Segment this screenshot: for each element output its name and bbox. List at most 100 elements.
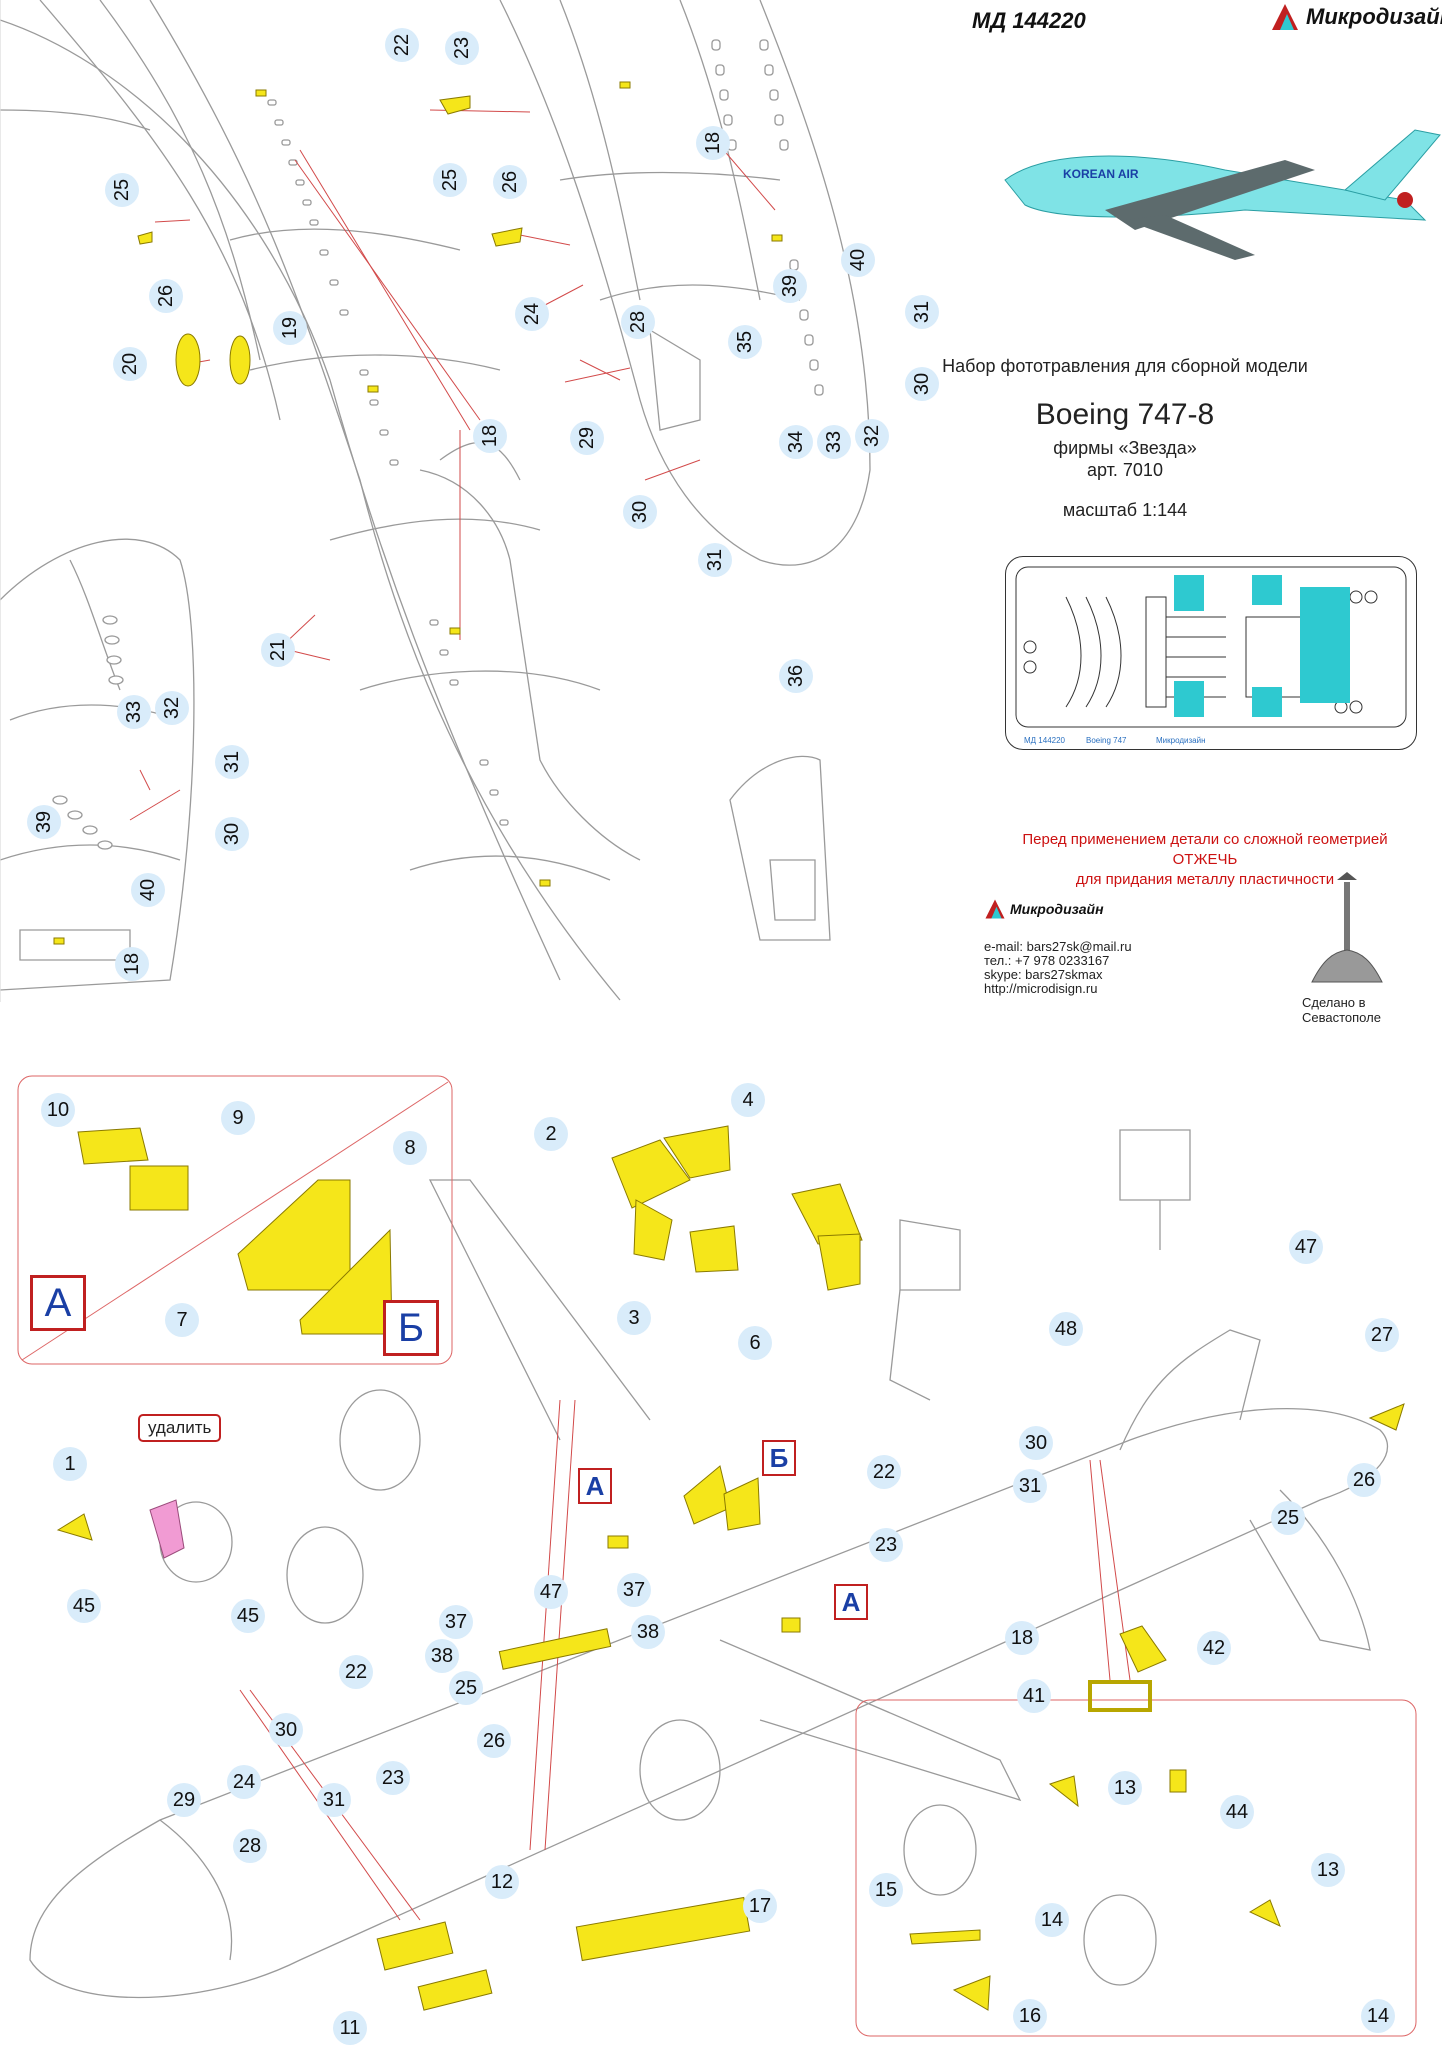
- part-3: [633, 1199, 673, 1261]
- brand-logo: Микродизайн: [1270, 2, 1442, 32]
- part-41: [1088, 1680, 1152, 1712]
- callout: 31: [698, 543, 732, 577]
- callout: 33: [817, 425, 851, 459]
- callout: 30: [1019, 1426, 1053, 1460]
- part-12: [376, 1921, 454, 1971]
- callout: 18: [696, 126, 730, 160]
- callout: 11: [333, 2011, 367, 2045]
- logo-icon: [1272, 4, 1298, 30]
- part-18d: [539, 879, 551, 887]
- callout: 45: [231, 1599, 265, 1633]
- warning-line-2: ОТЖЕЧЬ: [1172, 851, 1238, 868]
- callout: 14: [1035, 1903, 1069, 1937]
- callout: 2: [534, 1117, 568, 1151]
- callout: 31: [905, 295, 939, 329]
- part-a2: [781, 1617, 801, 1633]
- annealing-warning: Перед применением детали со сложной геом…: [945, 830, 1442, 890]
- part-grill: [498, 1628, 612, 1670]
- made-in: Сделано в Севастополе: [1302, 995, 1381, 1025]
- callout: 47: [534, 1575, 568, 1609]
- part-b-door2: [723, 1477, 761, 1531]
- warning-line-3: для придания металлу пластичности: [1075, 871, 1335, 888]
- kit-maker: фирмы «Звезда»: [1053, 438, 1197, 458]
- callout: 38: [631, 1615, 665, 1649]
- warning-line-1: Перед применением детали со сложной геом…: [1022, 831, 1388, 848]
- callout: 32: [155, 691, 189, 725]
- callout: 37: [439, 1605, 473, 1639]
- callout: 29: [167, 1783, 201, 1817]
- callout: 48: [1049, 1312, 1083, 1346]
- aircraft-photo: KOREAN AIR: [1004, 129, 1441, 260]
- callout: 33: [117, 695, 151, 729]
- part-27: [1368, 1403, 1405, 1431]
- callout: 37: [617, 1573, 651, 1607]
- callout: 30: [269, 1713, 303, 1747]
- part-18c: [449, 627, 461, 635]
- kit-subtitle: Набор фототравления для сборной модели: [942, 356, 1308, 376]
- callout: 38: [425, 1639, 459, 1673]
- callout: 18: [473, 419, 507, 453]
- callout: 30: [623, 495, 657, 529]
- part-13a: [1048, 1775, 1079, 1808]
- callout: 44: [1220, 1795, 1254, 1829]
- callout: 45: [67, 1589, 101, 1623]
- part-18f: [53, 937, 65, 945]
- kit-scale: масштаб 1:144: [1062, 500, 1188, 520]
- callout: 31: [215, 745, 249, 779]
- callout: 28: [233, 1829, 267, 1863]
- callout: 40: [131, 873, 165, 907]
- marker-a-2: А: [834, 1584, 868, 1620]
- callout: 28: [621, 305, 655, 339]
- kit-article: арт. 7010: [1087, 460, 1163, 480]
- part-16: [952, 1975, 991, 2011]
- contacts-block: e-mail: bars27sk@mail.ru тел.: +7 978 02…: [984, 940, 1132, 996]
- callout: 26: [493, 165, 527, 199]
- callout: 19: [273, 311, 307, 345]
- part-13b: [1248, 1899, 1281, 1927]
- inset-a-letter: А: [30, 1275, 86, 1331]
- brand-name: Микродизайн: [1306, 4, 1442, 29]
- callout: 26: [149, 279, 183, 313]
- callout: 29: [570, 421, 604, 455]
- callout: 35: [728, 325, 762, 359]
- monument-icon: [1311, 872, 1383, 983]
- callout: 7: [165, 1303, 199, 1337]
- callout: 42: [1197, 1631, 1231, 1665]
- callout: 32: [855, 419, 889, 453]
- part-a1: [607, 1535, 629, 1549]
- callout: 36: [779, 659, 813, 693]
- marker-b: Б: [762, 1440, 796, 1476]
- contacts-brand: Микродизайн: [1010, 901, 1104, 917]
- callout: 27: [1365, 1318, 1399, 1352]
- callout: 23: [376, 1761, 410, 1795]
- part-17: [575, 1896, 751, 1962]
- callout: 26: [1347, 1463, 1381, 1497]
- part-18e: [771, 234, 783, 242]
- callout: 4: [731, 1083, 765, 1117]
- callout: 30: [215, 817, 249, 851]
- main-fuselage: [29, 1407, 1389, 1999]
- callout: 25: [1271, 1501, 1305, 1535]
- callout: 25: [433, 163, 467, 197]
- part-4: [663, 1125, 731, 1179]
- delete-label: удалить: [138, 1414, 222, 1442]
- callout: 10: [41, 1093, 75, 1127]
- contact-skype: skype: bars27skmax: [984, 967, 1103, 982]
- callout: 15: [869, 1873, 903, 1907]
- fret-drawing: МД 144220 Boeing 747 Микродизайн: [1015, 566, 1407, 745]
- part-25b: [137, 231, 153, 245]
- fret-model: Boeing 747: [1086, 736, 1127, 745]
- callout: 1: [53, 1447, 87, 1481]
- callout: 39: [773, 269, 807, 303]
- marker-a-1: А: [578, 1468, 612, 1504]
- callout: 25: [105, 173, 139, 207]
- part-to-delete: [149, 1499, 185, 1559]
- part-25: [491, 227, 523, 247]
- part-20: [175, 333, 201, 387]
- callout: 22: [385, 28, 419, 62]
- fret-code: МД 144220: [1024, 736, 1066, 745]
- callout: 22: [867, 1455, 901, 1489]
- callout: 18: [115, 947, 149, 981]
- part-18g: [619, 81, 631, 89]
